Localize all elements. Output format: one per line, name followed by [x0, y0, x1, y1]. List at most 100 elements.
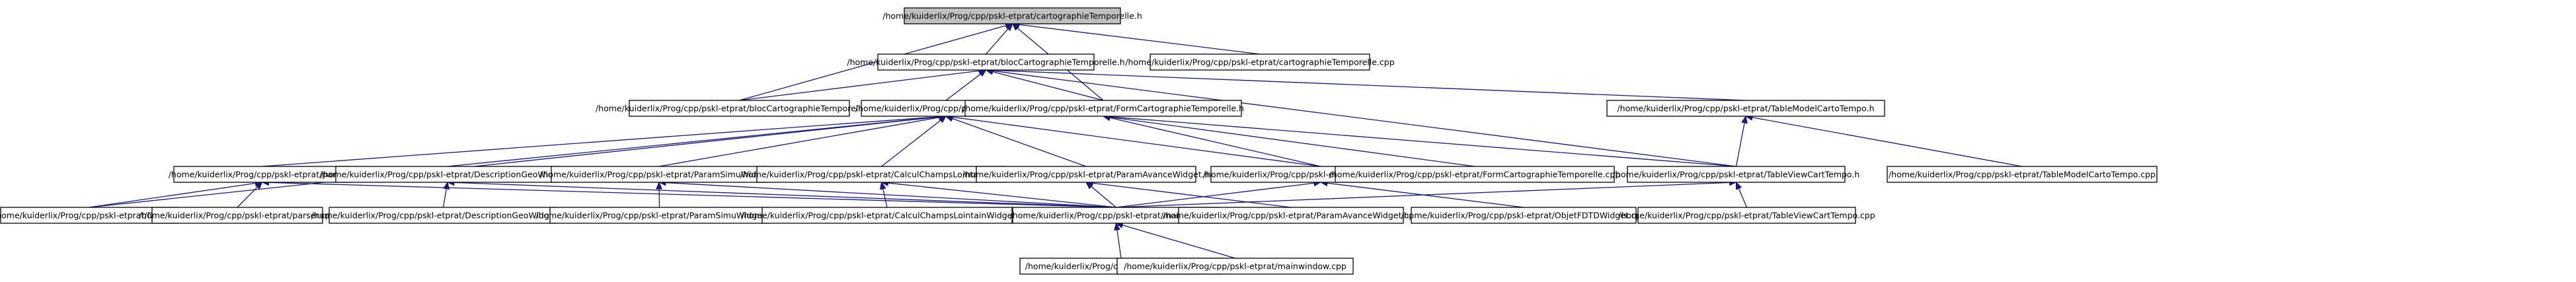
node-box[interactable] [761, 207, 1013, 224]
node-label: /home/kuiderlix/Prog/cpp/pskl-etprat/Cal… [741, 211, 1033, 221]
edge-n3-n1 [739, 70, 980, 101]
node-box[interactable] [1150, 53, 1370, 71]
node-bloccartographietemporelle-h[interactable]: /home/kuiderlix/Prog/cpp/pskl-etprat/blo… [847, 53, 1125, 71]
node-label: /home/kuiderlix/Prog/cpp/pskl-etprat/Tab… [1613, 170, 1860, 180]
edge-arrowhead [1011, 23, 1020, 31]
node-descriptiongeowidget-cpp[interactable]: /home/kuiderlix/Prog/cpp/pskl-etprat/Des… [311, 207, 575, 224]
edge-n9-n4 [658, 117, 940, 167]
edge-n21-n8 [453, 182, 1116, 208]
edge-n1-n0 [986, 28, 1009, 55]
node-box[interactable] [1887, 166, 2158, 183]
node-cartographietemporelle-cpp[interactable]: /home/kuiderlix/Prog/cpp/pskl-etprat/car… [1125, 53, 1395, 71]
edge-arrowhead [254, 182, 263, 190]
edge-arrowhead [443, 181, 450, 190]
node-label: /home/kuiderlix/Prog/cpp/pskl-etprat/blo… [847, 57, 1124, 67]
edge-arrowhead [656, 181, 663, 190]
node-box[interactable] [1627, 166, 1846, 183]
node-box[interactable] [173, 166, 351, 183]
node-objetfdtdwidget-cpp[interactable]: /home/kuiderlix/Prog/cpp/pskl-etprat/Obj… [1401, 207, 1647, 224]
edge-n7-n4 [262, 116, 940, 167]
node-tableviewcarttempo-cpp[interactable]: /home/kuiderlix/Prog/cpp/pskl-etprat/Tab… [1618, 207, 1875, 224]
node-calculchampslointainwidget-cpp[interactable]: /home/kuiderlix/Prog/cpp/pskl-etprat/Cal… [741, 207, 1033, 224]
nodes-layer: /home/kuiderlix/Prog/cpp/pskl-etprat/car… [0, 7, 2158, 275]
node-tablemodelcartotempo-cpp[interactable]: /home/kuiderlix/Prog/cpp/pskl-etprat/Tab… [1887, 166, 2158, 183]
node-box[interactable] [904, 7, 1121, 24]
node-box[interactable] [1178, 207, 1404, 224]
node-label: /home/kuiderlix/Prog/cpp/pskl-etprat/car… [882, 11, 1142, 21]
node-formcartographietemporelle-h[interactable]: /home/kuiderlix/Prog/cpp/pskl-etprat/For… [962, 100, 1244, 117]
node-tablemodelcartotempo-h[interactable]: /home/kuiderlix/Prog/cpp/pskl-etprat/Tab… [1606, 100, 1885, 117]
edge-n13-n5 [1109, 116, 1475, 167]
node-formcartographietemporelle-cpp[interactable]: /home/kuiderlix/Prog/cpp/pskl-etprat/For… [1329, 166, 1621, 183]
node-cartographietemporelle-h[interactable]: /home/kuiderlix/Prog/cpp/pskl-etprat/car… [882, 7, 1142, 24]
node-label: /home/kuiderlix/Prog/cpp/pskl-etprat/mai… [1124, 262, 1347, 271]
node-box[interactable] [1335, 166, 1615, 183]
node-parser-h[interactable]: /home/kuiderlix/Prog/cpp/pskl-etprat/par… [169, 166, 356, 183]
edge-n17-n7 [237, 186, 258, 208]
edge-n8-n4 [447, 116, 940, 167]
node-label: /home/kuiderlix/Prog/cpp/pskl-etprat/par… [169, 170, 356, 180]
edge-n6-n1 [992, 69, 1746, 101]
node-parser-cpp[interactable]: /home/kuiderlix/Prog/cpp/pskl-etprat/par… [139, 207, 336, 224]
node-mainwindow-cpp[interactable]: /home/kuiderlix/Prog/cpp/pskl-etprat/mai… [1116, 258, 1354, 275]
node-label: /home/kuiderlix/Prog/cpp/pskl-etprat/For… [1329, 170, 1621, 180]
edge-n11-n4 [952, 118, 1087, 167]
node-label: /home/kuiderlix/Prog/cpp/pskl-etprat/Obj… [1401, 211, 1646, 221]
edge-n21-n11 [1091, 186, 1116, 208]
edge-n5-n1 [992, 71, 1104, 101]
node-box[interactable] [629, 100, 850, 117]
node-box[interactable] [1606, 100, 1885, 117]
node-box[interactable] [151, 207, 323, 224]
node-box[interactable] [877, 53, 1095, 71]
edge-n14-n6 [1735, 122, 1745, 167]
edge-n22-n11 [1092, 182, 1292, 208]
edge-n21-n12 [1116, 182, 1315, 208]
edge-n20-n10 [882, 188, 888, 208]
node-box[interactable] [1411, 207, 1637, 224]
edge-n2-n0 [1019, 24, 1261, 55]
edge-arrowhead [1735, 181, 1742, 190]
node-label: /home/kuiderlix/Prog/cpp/pskl-etprat/Tab… [1889, 170, 2156, 180]
edge-n10-n4 [881, 120, 941, 167]
node-label: /home/kuiderlix/Prog/cpp/pskl-etprat/Par… [962, 170, 1209, 180]
edge-n21-n14 [1116, 182, 1730, 208]
node-label: /home/kuiderlix/Prog/cpp/pskl-etprat/car… [1125, 57, 1394, 67]
edges-layer [89, 21, 2023, 259]
edge-n12-n5 [1109, 117, 1321, 167]
node-box[interactable] [976, 166, 1196, 183]
node-label: /home/kuiderlix/Prog/cpp/pskl-etprat/Tab… [1618, 211, 1875, 221]
node-box[interactable] [964, 100, 1242, 117]
node-descriptiongeowidget-h[interactable]: /home/kuiderlix/Prog/cpp/pskl-etprat/Des… [321, 166, 575, 183]
node-label: /home/kuiderlix/Prog/cpp/pskl-etprat/Des… [311, 211, 575, 221]
node-label: /home/kuiderlix/Prog/cpp/pskl-etprat/Des… [321, 170, 575, 180]
edge-n21-n7 [268, 182, 1116, 208]
edge-n25-n21 [1116, 229, 1122, 259]
node-box[interactable] [1637, 207, 1856, 224]
node-label: /home/kuiderlix/Prog/cpp/pskl-etprat/Cal… [740, 170, 1023, 180]
edge-n14-n5 [1109, 116, 1737, 167]
edge-arrowhead [879, 181, 886, 190]
edge-n21-n10 [888, 182, 1116, 208]
edge-n4-n1 [945, 73, 981, 101]
node-bloccartographietemporelle-cpp[interactable]: /home/kuiderlix/Prog/cpp/pskl-etprat/blo… [596, 100, 883, 117]
node-box[interactable] [0, 207, 178, 224]
node-paramavancewidget-h[interactable]: /home/kuiderlix/Prog/cpp/pskl-etprat/Par… [962, 166, 1210, 183]
edge-n16-n4 [89, 116, 940, 208]
edge-n12-n4 [952, 116, 1321, 167]
edge-n21-n9 [665, 182, 1116, 208]
edge-arrowhead [1114, 222, 1120, 231]
node-data-cpp[interactable]: /home/kuiderlix/Prog/cpp/pskl-etprat/Dat… [0, 207, 184, 224]
edge-n14-n1 [992, 70, 1737, 167]
node-box[interactable] [329, 207, 558, 224]
node-paramavancewidget-cpp[interactable]: /home/kuiderlix/Prog/cpp/pskl-etprat/Par… [1163, 207, 1419, 224]
node-tableviewcarttempo-h[interactable]: /home/kuiderlix/Prog/cpp/pskl-etprat/Tab… [1613, 166, 1860, 183]
edge-arrowhead [978, 69, 987, 77]
node-box[interactable] [335, 166, 560, 183]
edge-n26-n21 [1122, 225, 1235, 259]
node-box[interactable] [1116, 258, 1354, 275]
node-label: /home/kuiderlix/Prog/cpp/pskl-etprat/blo… [596, 104, 883, 114]
node-label: /home/kuiderlix/Prog/cpp/pskl-etprat/For… [962, 104, 1244, 114]
node-label: /home/kuiderlix/Prog/cpp/pskl-etprat/par… [139, 211, 336, 221]
edge-n24-n14 [1738, 188, 1748, 208]
